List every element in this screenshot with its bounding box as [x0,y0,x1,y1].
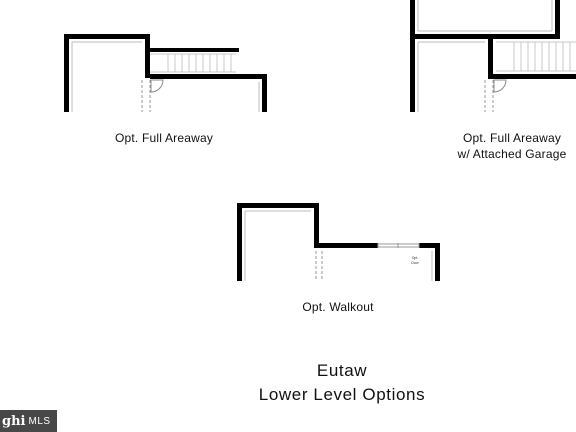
caption-areaway-garage-line2: w/ Attached Garage [457,147,567,161]
plan-full-areaway [64,34,267,112]
caption-areaway-garage: Opt. Full Areaway w/ Attached Garage [440,131,576,161]
sliding-door-icon [377,243,420,248]
plan-subtitle: Lower Level Options [258,385,426,404]
stairs-full-areaway [150,53,236,73]
plan-walkout: Opt. Door [237,203,440,281]
caption-areaway-garage-line1: Opt. Full Areaway [462,131,562,145]
door-note-line2: Door [411,261,419,265]
caption-full-areaway: Opt. Full Areaway [96,131,232,145]
plan-areaway-garage [410,0,576,112]
caption-walkout-text: Opt. Walkout [302,300,374,314]
caption-full-areaway-text: Opt. Full Areaway [114,131,214,145]
door-swing-icon [150,79,164,93]
door-swing-icon [493,79,507,93]
plan-name: Eutaw [316,361,368,380]
stairs-areaway-garage [496,41,576,72]
mls-logo-icon: ghi [2,413,26,429]
caption-walkout: Opt. Walkout [272,300,404,314]
mls-watermark: ghi MLS [0,410,57,432]
door-note-line1: Opt. [412,256,419,260]
mls-label: MLS [28,415,51,427]
